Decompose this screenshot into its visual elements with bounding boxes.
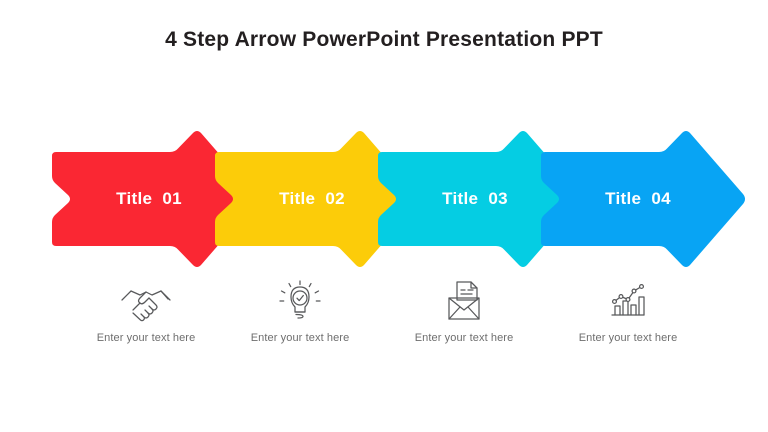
- arrow-process-row: Title 01 Title 02 Title 03 Title 04: [0, 128, 768, 270]
- envelope-document-icon: [382, 278, 546, 324]
- caption-row: Enter your text here: [0, 278, 768, 358]
- lightbulb-check-icon: [218, 278, 382, 324]
- bar-chart-growth-icon: [546, 278, 710, 324]
- arrow-shape-icon: [378, 131, 582, 267]
- arrow-shape-icon: [215, 131, 419, 267]
- arrow-path-3: [378, 131, 582, 267]
- arrow-step-4[interactable]: Title 04: [531, 128, 749, 270]
- bottom-item-4[interactable]: Enter your text here: [546, 278, 710, 344]
- bottom-item-3[interactable]: Enter your text here: [382, 278, 546, 344]
- bottom-item-2[interactable]: Enter your text here: [218, 278, 382, 344]
- bottom-caption-2: Enter your text here: [250, 332, 350, 344]
- handshake-icon: [64, 278, 228, 324]
- bottom-caption-4: Enter your text here: [578, 332, 678, 344]
- bottom-item-1[interactable]: Enter your text here: [64, 278, 228, 344]
- arrow-path-4: [541, 131, 745, 267]
- arrow-path-2: [215, 131, 419, 267]
- arrow-shape-icon: [52, 131, 256, 267]
- bottom-caption-3: Enter your text here: [414, 332, 514, 344]
- page-title: 4 Step Arrow PowerPoint Presentation PPT: [165, 28, 603, 51]
- arrow-shape-icon: [541, 131, 745, 267]
- arrow-path-1: [52, 131, 256, 267]
- bottom-caption-1: Enter your text here: [96, 332, 196, 344]
